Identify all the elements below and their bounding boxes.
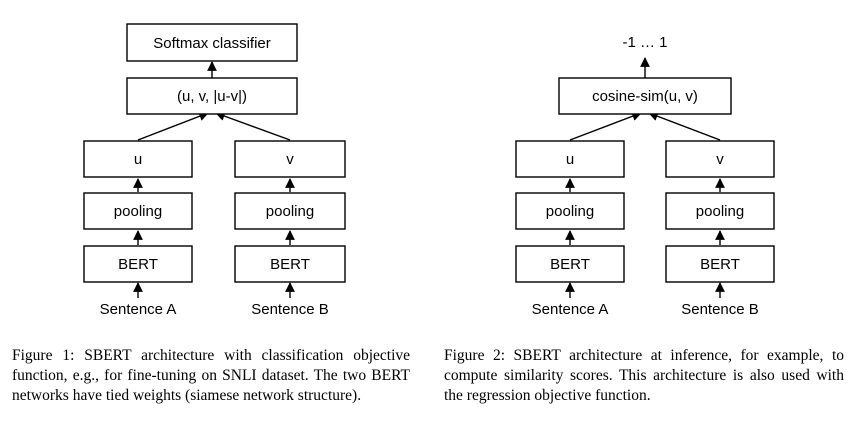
f1-bert-right-label: BERT <box>270 256 310 273</box>
f1-v-label: v <box>286 151 294 168</box>
f2-edge-v-sim <box>648 111 721 141</box>
f2-bert-right-label: BERT <box>700 256 740 273</box>
f2-pooling-left-label: pooling <box>546 203 594 220</box>
f1-pooling-left-label: pooling <box>114 203 162 220</box>
f1-input-left: Sentence A <box>100 301 177 318</box>
f2-v-node: v <box>665 140 775 178</box>
f1-u-node: u <box>83 140 193 178</box>
f2-bert-left-node: BERT <box>515 245 625 283</box>
f1-bert-left-label: BERT <box>118 256 158 273</box>
f2-pooling-right-label: pooling <box>696 203 744 220</box>
f2-edge-u-sim <box>569 111 642 141</box>
f1-v-node: v <box>234 140 346 178</box>
f2-bert-right-node: BERT <box>665 245 775 283</box>
f1-input-right: Sentence B <box>251 301 329 318</box>
f2-bert-left-label: BERT <box>550 256 590 273</box>
f2-input-right: Sentence B <box>681 301 759 318</box>
f1-classifier-label: Softmax classifier <box>153 35 271 52</box>
f2-input-left: Sentence A <box>532 301 609 318</box>
f1-concat-node: (u, v, |u-v|) <box>126 77 298 115</box>
figure2-diagram: -1 … 1 cosine-sim(u, v) u v pooling pool… <box>515 34 775 318</box>
f2-pooling-right-node: pooling <box>665 192 775 230</box>
f1-edge-v-concat <box>215 111 291 141</box>
f1-pooling-right-label: pooling <box>266 203 314 220</box>
figure1-caption: Figure 1: SBERT architecture with classi… <box>12 347 410 404</box>
f2-pooling-left-node: pooling <box>515 192 625 230</box>
figure2-caption: Figure 2: SBERT architecture at inferenc… <box>444 347 844 404</box>
f2-output-range: -1 … 1 <box>622 34 667 51</box>
f1-concat-label: (u, v, |u-v|) <box>177 88 247 105</box>
f2-v-label: v <box>716 151 724 168</box>
f1-pooling-left-node: pooling <box>83 192 193 230</box>
f2-similarity-node: cosine-sim(u, v) <box>558 77 732 115</box>
f1-pooling-right-node: pooling <box>234 192 346 230</box>
f1-bert-right-node: BERT <box>234 245 346 283</box>
f2-u-label: u <box>566 151 574 168</box>
f1-edge-u-concat <box>137 111 209 141</box>
f1-bert-left-node: BERT <box>83 245 193 283</box>
f1-u-label: u <box>134 151 142 168</box>
f1-classifier-node: Softmax classifier <box>126 23 298 62</box>
f2-similarity-label: cosine-sim(u, v) <box>592 88 698 105</box>
figure1-diagram: Softmax classifier (u, v, |u-v|) u v poo… <box>83 23 346 318</box>
f2-u-node: u <box>515 140 625 178</box>
